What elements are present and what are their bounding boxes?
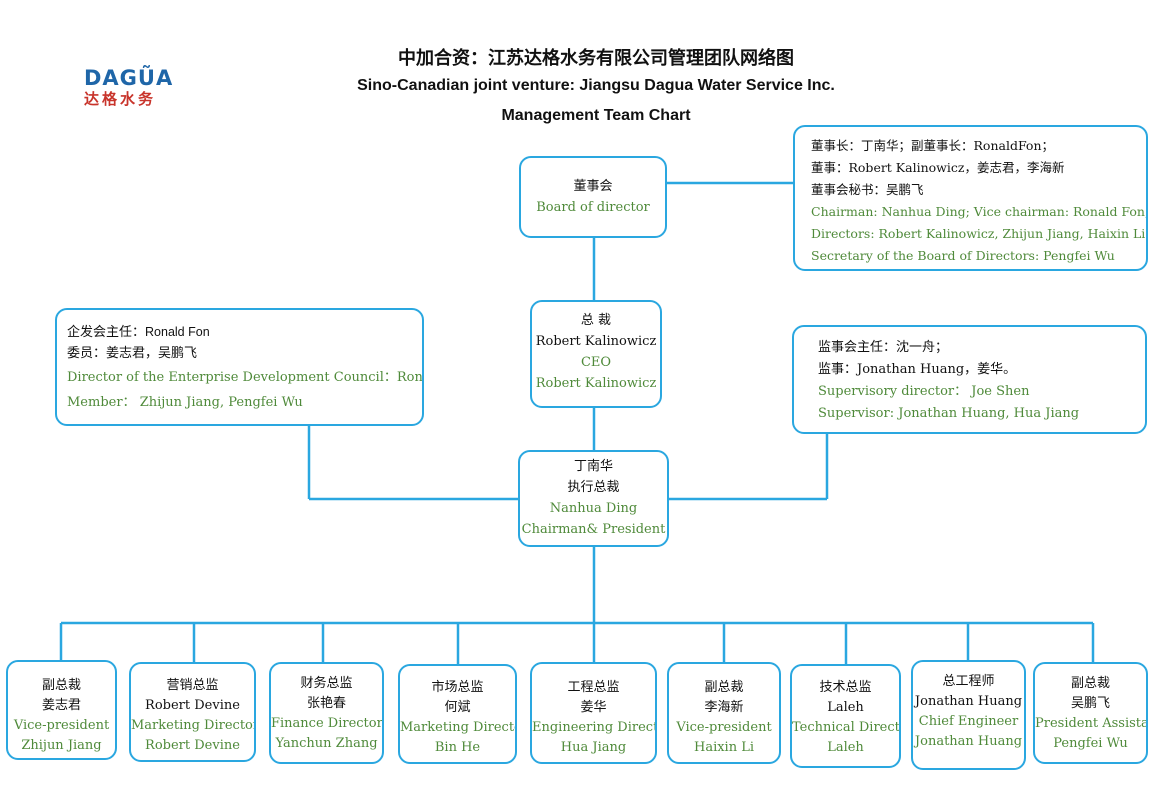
board-info-line: Secretary of the Board of Directors: Pen… <box>811 248 1115 263</box>
department-title-en: Chief Engineer <box>918 714 1019 729</box>
chart-title-english: Sino-Canadian joint venture: Jiangsu Dag… <box>357 77 835 94</box>
board-of-directors-box: 董事会 Board of director <box>519 156 667 238</box>
board-members-box: 董事长：丁南华；副董事长：RonaldFon； 董事：Robert Kalino… <box>793 125 1148 271</box>
president-name-cn: 丁南华 <box>573 459 613 474</box>
ceo-title-cn: 总 裁 <box>580 313 612 328</box>
department-name-en: Bin He <box>434 740 481 755</box>
department-name-cn: 何斌 <box>444 700 471 715</box>
chart-title-chinese: 中加合资：江苏达格水务有限公司管理团队网络图 <box>398 48 794 68</box>
department-box: 副总裁 姜志君 Vice-president Zhijun Jiang <box>6 660 117 760</box>
supervisory-director-cn: 监事会主任：沈一舟； <box>818 340 949 355</box>
board-info-line: 董事：Robert Kalinowicz，姜志君，李海新 <box>811 160 1065 175</box>
department-title-cn: 副总裁 <box>1070 676 1110 691</box>
department-name-en: Robert Devine <box>145 738 240 753</box>
supervisors-en: Supervisor: Jonathan Huang, Hua Jiang <box>818 406 1080 421</box>
department-title-cn: 营销总监 <box>166 678 219 693</box>
edc-director-en: Director of the Enterprise Development C… <box>67 370 423 385</box>
department-title-cn: 副总裁 <box>41 678 81 693</box>
supervisors-cn: 监事：Jonathan Huang，姜华。 <box>818 362 1017 377</box>
department-box: 营销总监 Robert Devine Marketing Director Ro… <box>129 662 256 762</box>
department-title-cn: 工程总监 <box>567 680 620 695</box>
department-name-cn: 姜志君 <box>41 698 81 713</box>
department-name-cn: 李海新 <box>704 700 744 715</box>
logo-chinese: 达格水务 <box>84 90 157 108</box>
ceo-name-en: Robert Kalinowicz <box>535 376 657 391</box>
president-name-en: Nanhua Ding <box>549 501 638 516</box>
company-logo: DAGŨA 达格水务 <box>84 66 184 108</box>
department-box: 技术总监 Laleh Technical Director Laleh <box>790 664 901 768</box>
department-name-cn: 吴鹏飞 <box>1070 696 1110 711</box>
department-title-cn: 财务总监 <box>300 676 353 691</box>
edc-members-en: Member： Zhijun Jiang, Pengfei Wu <box>67 395 303 410</box>
department-name-cn: Robert Devine <box>145 698 240 713</box>
board-info-line: Chairman: Nanhua Ding; Vice chairman: Ro… <box>811 204 1148 219</box>
department-title-en: Marketing Director <box>131 718 256 733</box>
board-info-line: 董事长：丁南华；副董事长：RonaldFon； <box>811 138 1055 153</box>
department-box: 副总裁 李海新 Vice-president Haixin Li <box>667 662 781 764</box>
department-title-en: Marketing Director <box>400 720 517 735</box>
supervisory-board-box: 监事会主任：沈一舟； 监事：Jonathan Huang，姜华。 Supervi… <box>792 325 1147 434</box>
department-title-cn: 总工程师 <box>942 674 995 689</box>
president-title-en: Chairman& President <box>521 522 666 537</box>
supervisory-director-en: Supervisory director： Joe Shen <box>818 384 1030 399</box>
edc-director-line: 企发会主任：Ronald Fon <box>67 322 422 343</box>
department-name-en: Pengfei Wu <box>1053 736 1128 751</box>
president-title-cn: 执行总裁 <box>567 480 620 495</box>
department-name-en: Haixin Li <box>693 740 755 755</box>
department-name-cn: 姜华 <box>580 700 607 715</box>
logo-wordmark: DAGŨA <box>84 66 174 90</box>
president-box: 丁南华 执行总裁 Nanhua Ding Chairman& President <box>518 450 669 547</box>
department-title-en: Vice-president <box>13 718 110 733</box>
department-box: 财务总监 张艳春 Finance Director Yanchun Zhang <box>269 662 384 764</box>
edc-director-name: Ronald Fon <box>145 325 210 339</box>
department-name-en: Hua Jiang <box>560 740 627 755</box>
department-title-en: Engineering Director <box>532 720 655 735</box>
department-title-cn: 技术总监 <box>819 680 872 695</box>
board-info-line: Directors: Robert Kalinowicz, Zhijun Jia… <box>811 226 1148 241</box>
department-title-cn: 副总裁 <box>704 680 744 695</box>
department-name-cn: Jonathan Huang <box>914 694 1023 709</box>
department-title-en: President Assistant <box>1035 716 1148 731</box>
enterprise-development-council-box: 企发会主任：Ronald Fon 委员：姜志君，吴鹏飞 Director of … <box>55 308 424 426</box>
edc-director-label: 企发会主任： <box>67 325 146 340</box>
department-name-cn: 张艳春 <box>306 696 346 711</box>
board-cn: 董事会 <box>573 179 613 194</box>
ceo-name: Robert Kalinowicz <box>535 334 657 349</box>
department-box: 工程总监 姜华 Engineering Director Hua Jiang <box>530 662 657 764</box>
board-en: Board of director <box>536 200 650 215</box>
department-box: 总工程师 Jonathan Huang Chief Engineer Jonat… <box>911 660 1026 770</box>
board-info-line: 董事会秘书：吴鹏飞 <box>811 182 924 197</box>
department-name-en: Yanchun Zhang <box>275 736 378 751</box>
department-title-en: Technical Director <box>792 720 900 735</box>
department-title-cn: 市场总监 <box>431 680 484 695</box>
department-title-en: Finance Director <box>271 716 383 731</box>
ceo-title-en: CEO <box>580 355 612 370</box>
department-name-cn: Laleh <box>827 700 864 715</box>
ceo-box: 总 裁 Robert Kalinowicz CEO Robert Kalinow… <box>530 300 662 408</box>
department-box: 市场总监 何斌 Marketing Director Bin He <box>398 664 517 764</box>
edc-members-cn: 委员：姜志君，吴鹏飞 <box>67 346 198 361</box>
department-box: 副总裁 吴鹏飞 President Assistant Pengfei Wu <box>1033 662 1148 764</box>
department-name-en: Laleh <box>827 740 864 755</box>
chart-subtitle: Management Team Chart <box>501 107 691 124</box>
department-name-en: Jonathan Huang <box>914 734 1023 749</box>
department-title-en: Vice-president <box>676 720 772 735</box>
department-name-en: Zhijun Jiang <box>21 738 102 753</box>
